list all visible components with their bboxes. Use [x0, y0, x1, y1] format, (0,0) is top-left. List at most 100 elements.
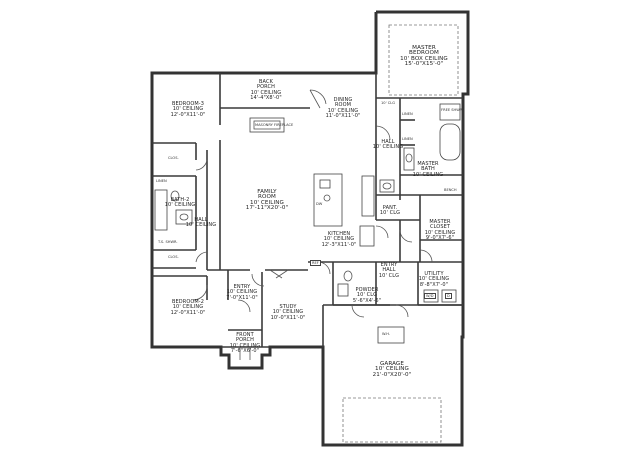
vanity-sink-1 — [379, 179, 395, 193]
room-name-line2: BEDROOM — [409, 50, 439, 57]
room-ceiling: 10' CEILING — [229, 342, 261, 349]
room-ceiling: 10' CEILING — [226, 289, 258, 296]
master-vanity — [403, 147, 415, 171]
fireplace — [249, 117, 285, 133]
cooktop — [319, 179, 331, 189]
room-ceiling: 10' CEILING — [272, 309, 304, 316]
room-name-line2: PORCH — [236, 337, 254, 344]
room-name: FRONT — [236, 332, 254, 338]
room-dimensions: 11'-0"x11'-0" — [325, 113, 361, 120]
room-dimensions: 12'-0"x11'-0" — [170, 309, 206, 316]
kitchen-counter — [361, 175, 375, 217]
bath2-toilet — [170, 190, 180, 202]
room-label-entry-hall: ENTRY HALL 10' CLG — [378, 262, 400, 279]
door-swings — [192, 89, 433, 360]
bath2-vanity — [175, 209, 193, 225]
room-name: ENTRY — [233, 284, 251, 290]
dryer-tag: D — [445, 293, 452, 299]
room-label-master-bedroom: MASTER BEDROOM 10' BOX CEILING 15'-0"x15… — [400, 45, 448, 68]
closet-tag: CLOS. — [168, 255, 179, 259]
room-label-hall-mid: HALL 10' CEILING — [373, 139, 403, 151]
room-dimensions: 7'-0"x11'-0" — [226, 294, 258, 301]
water-heater-area — [377, 326, 405, 344]
room-dimensions: 12'-3"x11'-0" — [321, 241, 357, 248]
master-shower — [439, 103, 461, 121]
room-name: BEDROOM-3 — [172, 101, 204, 107]
room-label-dining-room: DINING ROOM 10' CEILING 11'-0"x11'-0" — [325, 97, 361, 120]
refrigerator — [359, 225, 375, 247]
room-ceiling: 10' BOX CEILING — [400, 55, 448, 62]
room-dimensions: 7'-6"x6'-0" — [230, 348, 260, 355]
room-label-hall-left: HALL 10' CEILING — [185, 217, 217, 229]
fireplace-tag: MASONRY FIREPLACE — [255, 123, 294, 127]
box-ceiling-outline — [388, 24, 459, 96]
room-ceiling: 10' CLG — [356, 292, 378, 299]
island-sink — [323, 194, 331, 202]
room-ceiling: 10' CEILING — [172, 106, 204, 113]
room-name: BEDROOM-2 — [172, 299, 204, 305]
room-label-bath-2: BATH-2 10' CEILING — [164, 197, 196, 209]
room-ceiling: 10' CEILING — [412, 171, 444, 178]
dishwasher-tag: DW — [316, 202, 323, 206]
room-label-front-porch: FRONT PORCH 10' CEILING 7'-6"x6'-0" — [229, 332, 261, 355]
room-name: FAMILY — [257, 189, 277, 195]
room-name-line2: PORCH — [257, 84, 275, 91]
room-name: ENTRY — [380, 262, 398, 268]
room-ceiling: 10' CLG — [379, 210, 401, 217]
powder-sink — [337, 283, 349, 297]
room-ceiling: 10' CLG — [378, 272, 400, 279]
room-ceiling: 10' CEILING — [418, 276, 450, 283]
room-name: GARAGE — [379, 361, 405, 367]
room-dimensions: 9'-0"x7'-6" — [425, 235, 455, 242]
room-name-line2: HALL — [382, 267, 396, 274]
closet-tag: CLOS. — [168, 156, 179, 160]
room-ceiling: 10' CEILING — [424, 229, 456, 236]
room-dimensions: 8'-8"x7'-0" — [419, 281, 449, 288]
room-dimensions: 17'-11"x20'-0" — [245, 205, 289, 212]
garage-door — [342, 397, 442, 443]
room-name: MASTER — [417, 161, 439, 167]
room-name: STUDY — [279, 304, 297, 310]
room-name: PANT. — [382, 205, 398, 211]
room-name-line2: CLOSET — [429, 224, 451, 231]
bench-tag: BENCH — [444, 188, 457, 192]
room-name: HALL — [381, 139, 395, 145]
room-label-master-bath: MASTER BATH 10' CEILING — [412, 161, 444, 178]
room-label-study: STUDY 10' CEILING 10'-0"x11'-0" — [271, 304, 306, 321]
room-label-master-closet: MASTER CLOSET 10' CEILING 9'-0"x7'-6" — [424, 219, 456, 242]
room-dimensions: 15'-0"x15'-0" — [404, 61, 444, 68]
room-label-bedroom-2: BEDROOM-2 10' CEILING 12'-0"x11'-0" — [170, 299, 206, 316]
room-ceiling: 10' CEILING — [250, 199, 284, 206]
room-ceiling: 10' CEILING — [327, 107, 359, 114]
room-name: DINING — [333, 97, 353, 103]
room-label-bedroom-3: BEDROOM-3 10' CEILING 12'-0"x11'-0" — [170, 101, 206, 118]
room-ceiling: 10' CEILING — [164, 202, 196, 209]
room-label-kitchen: KITCHEN 10' CEILING 12'-3"x11'-0" — [321, 231, 357, 248]
room-name: POWDER — [355, 287, 379, 293]
room-ceiling: 10' CEILING — [185, 222, 217, 229]
room-name-line2: ROOM — [258, 194, 276, 201]
powder-toilet — [343, 270, 353, 282]
bath2-tub — [154, 189, 168, 231]
room-dimensions: 5'-6"x4'-6" — [352, 297, 382, 304]
room-ceiling: 10' CEILING — [172, 304, 204, 311]
fixtures — [154, 103, 461, 443]
washer-tag: W/D — [424, 293, 436, 299]
room-label-garage: GARAGE 10' CEILING 21'-0"x20'-0" — [373, 361, 412, 378]
room-dimensions: 12'-0"x11'-0" — [170, 111, 206, 118]
linen-tag: LINEN — [156, 179, 167, 183]
room-name: UTILITY — [424, 271, 444, 277]
room-name-line2: BATH — [421, 166, 435, 173]
room-label-back-porch: BACK PORCH 10' CEILING 14'-4"x8'-0" — [250, 79, 282, 102]
room-label-powder: POWDER 10' CLG 5'-6"x4'-6" — [352, 287, 382, 304]
room-name-line2: ROOM — [334, 102, 352, 109]
room-name: HALL — [194, 217, 208, 223]
master-tub — [439, 123, 461, 161]
linen-tag: LINEN — [402, 112, 413, 116]
room-name: MASTER — [429, 219, 451, 225]
refrigerator-tag: REF — [310, 260, 321, 266]
linen-tag: LINEN — [402, 137, 413, 141]
room-label-family-room: FAMILY ROOM 10' CEILING 17'-11"x20'-0" — [245, 189, 289, 212]
tub-shower-tag: T.S. SHWR. — [158, 240, 178, 244]
